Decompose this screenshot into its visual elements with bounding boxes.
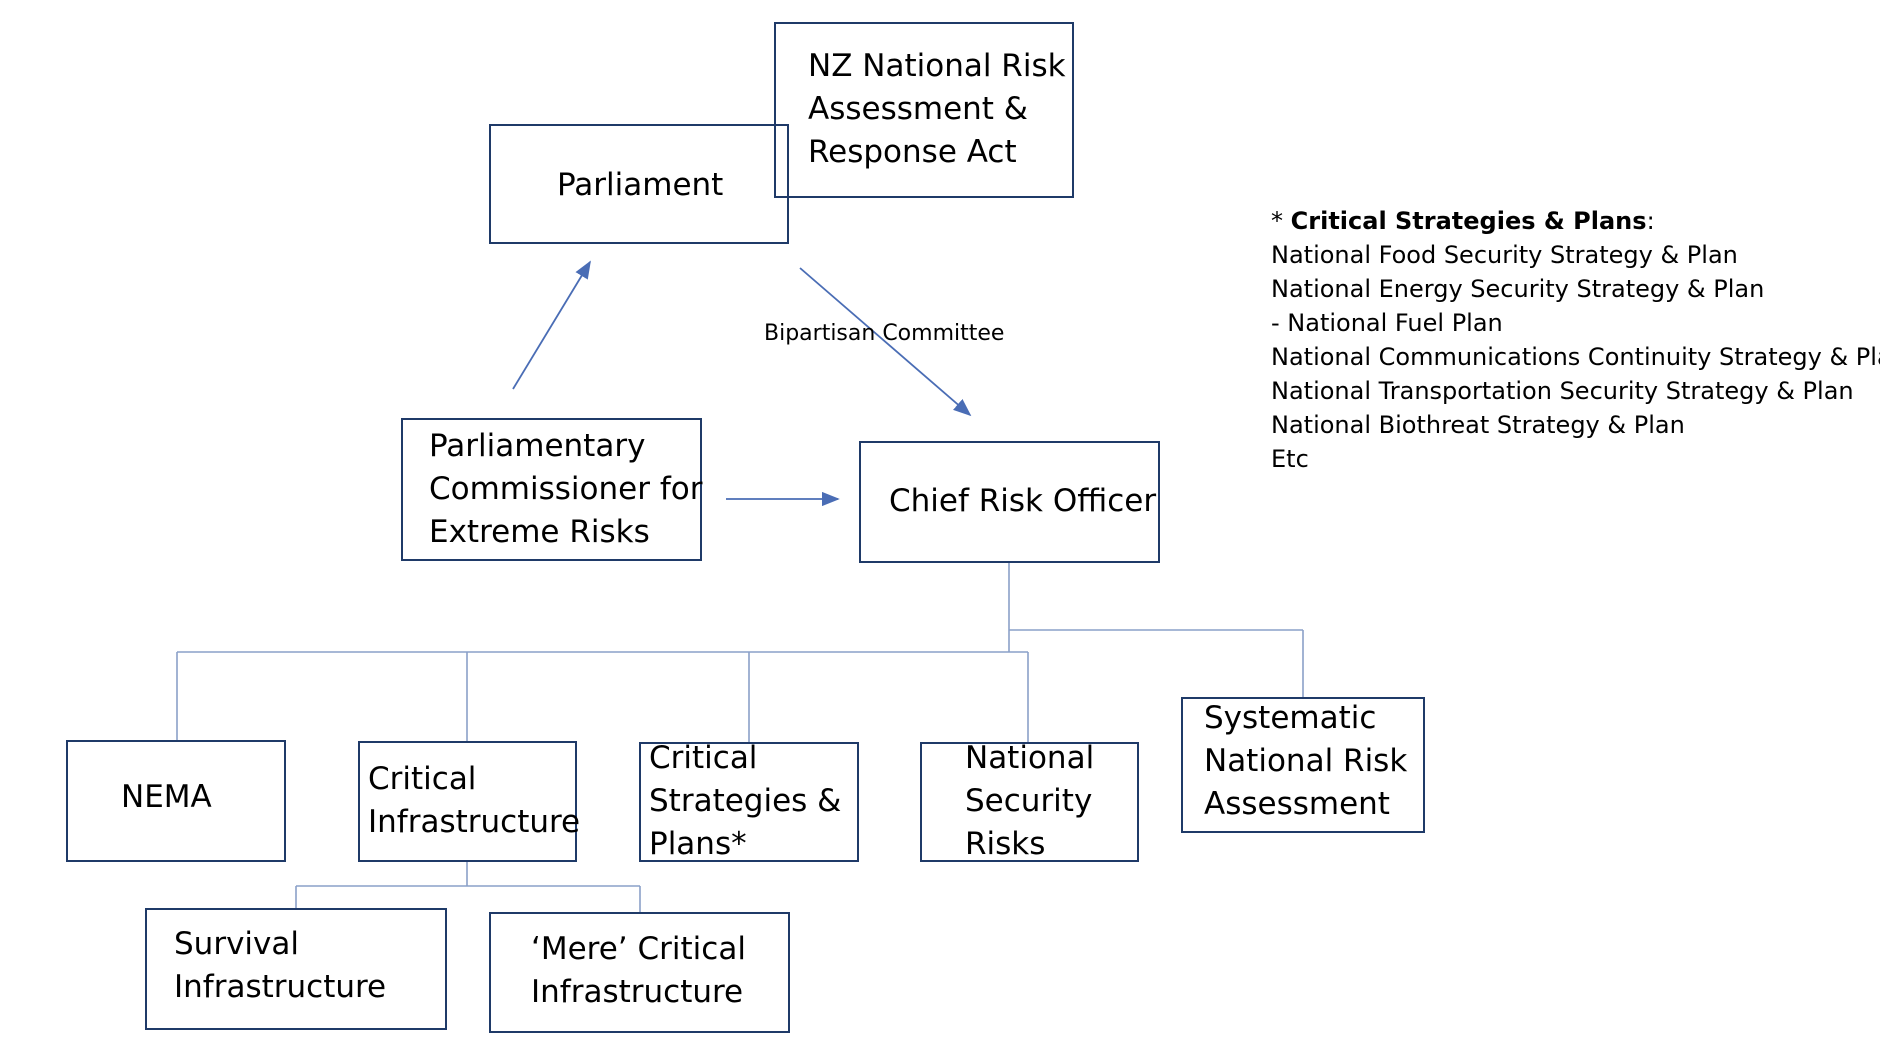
survival-infrastructure-label: Survival Infrastructure (174, 926, 387, 1005)
note-item: National Communications Continuity Strat… (1271, 343, 1880, 371)
mere-critical-infrastructure-label: ‘Mere’ Critical Infrastructure (531, 931, 746, 1010)
critical-strategies-note: * Critical Strategies & Plans: National … (1271, 204, 1880, 476)
chief-risk-officer-box (859, 441, 1160, 563)
note-title: Critical Strategies & Plans (1290, 207, 1647, 235)
national-security-risks-box (920, 742, 1139, 862)
systematic-assessment-box (1181, 697, 1425, 833)
critical-infrastructure-label: Critical Infrastructure (368, 761, 581, 840)
chief-risk-officer-label: Chief Risk Officer (889, 483, 1157, 519)
note-item: National Transportation Security Strateg… (1271, 377, 1854, 405)
systematic-assessment-label: Systematic National Risk Assessment (1204, 700, 1408, 822)
note-title-line: * Critical Strategies & Plans: (1271, 204, 1880, 238)
nema-box (66, 740, 286, 862)
nz-act-box (774, 22, 1074, 198)
nema-label: NEMA (121, 779, 212, 815)
critical-strategies-box (639, 742, 859, 862)
note-prefix: * (1271, 207, 1291, 235)
national-security-risks-label: National Security Risks (965, 740, 1095, 862)
parliament-label: Parliament (557, 167, 724, 203)
commissioner-label: Parliamentary Commissioner for Extreme R… (429, 428, 703, 550)
note-item: National Biothreat Strategy & Plan (1271, 411, 1685, 439)
note-item: National Energy Security Strategy & Plan (1271, 275, 1765, 303)
arrow-commissioner-to-parliament (512, 260, 591, 390)
note-item: National Food Security Strategy & Plan (1271, 241, 1738, 269)
critical-strategies-label: Critical Strategies & Plans* (649, 740, 842, 862)
critical-infrastructure-box (358, 741, 577, 862)
note-item: Etc (1271, 445, 1309, 473)
infrastructure-connectors (295, 861, 641, 912)
nz-act-label: NZ National Risk Assessment & Response A… (808, 48, 1066, 170)
arrow-parliament-to-cro (799, 267, 972, 417)
commissioner-box (401, 418, 702, 561)
note-suffix: : (1646, 207, 1655, 235)
parliament-box (489, 124, 789, 244)
survival-infrastructure-box (145, 908, 447, 1030)
note-item: - National Fuel Plan (1271, 309, 1503, 337)
org-connectors (176, 561, 1304, 742)
mere-critical-infrastructure-box (489, 912, 790, 1033)
bipartisan-committee-label: Bipartisan Committee (764, 321, 1005, 346)
